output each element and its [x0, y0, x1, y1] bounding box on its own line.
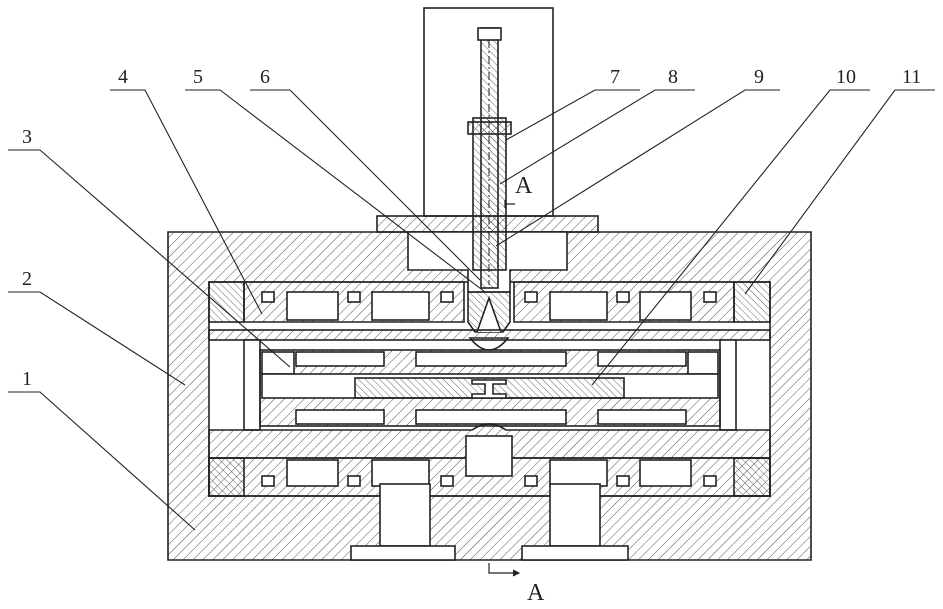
lower-boss-left	[380, 484, 430, 546]
guide-pillar-right	[720, 340, 736, 430]
upper-insert-right	[734, 282, 770, 322]
bottom-foot-left	[351, 546, 455, 560]
part-label-3: 3	[22, 126, 32, 148]
part-label-6: 6	[260, 66, 270, 88]
part-label-7: 7	[610, 66, 620, 88]
lower-insert-left	[209, 458, 244, 496]
part-label-5: 5	[193, 66, 203, 88]
part-label-4: 4	[118, 66, 128, 88]
manifold-strip	[209, 330, 770, 340]
section-label-upper: A	[515, 173, 533, 199]
guide-pillar-left	[244, 340, 260, 430]
part-label-8: 8	[668, 66, 678, 88]
bottom-foot-right	[522, 546, 628, 560]
section-mark-lower	[489, 563, 513, 573]
upper-insert-left	[209, 282, 244, 322]
nozzle-collar	[468, 122, 511, 134]
part-label-2: 2	[22, 268, 32, 290]
part-label-1: 1	[22, 368, 32, 390]
leader-line-2	[8, 292, 185, 385]
lower-boss-right	[550, 484, 600, 546]
part-label-9: 9	[754, 66, 764, 88]
lower-insert-right	[734, 458, 770, 496]
leader-line-1	[8, 392, 195, 530]
part-label-11: 11	[902, 66, 921, 88]
nozzle-cap	[478, 28, 501, 40]
section-label-lower: A	[527, 580, 545, 606]
part-label-10: 10	[836, 66, 856, 88]
